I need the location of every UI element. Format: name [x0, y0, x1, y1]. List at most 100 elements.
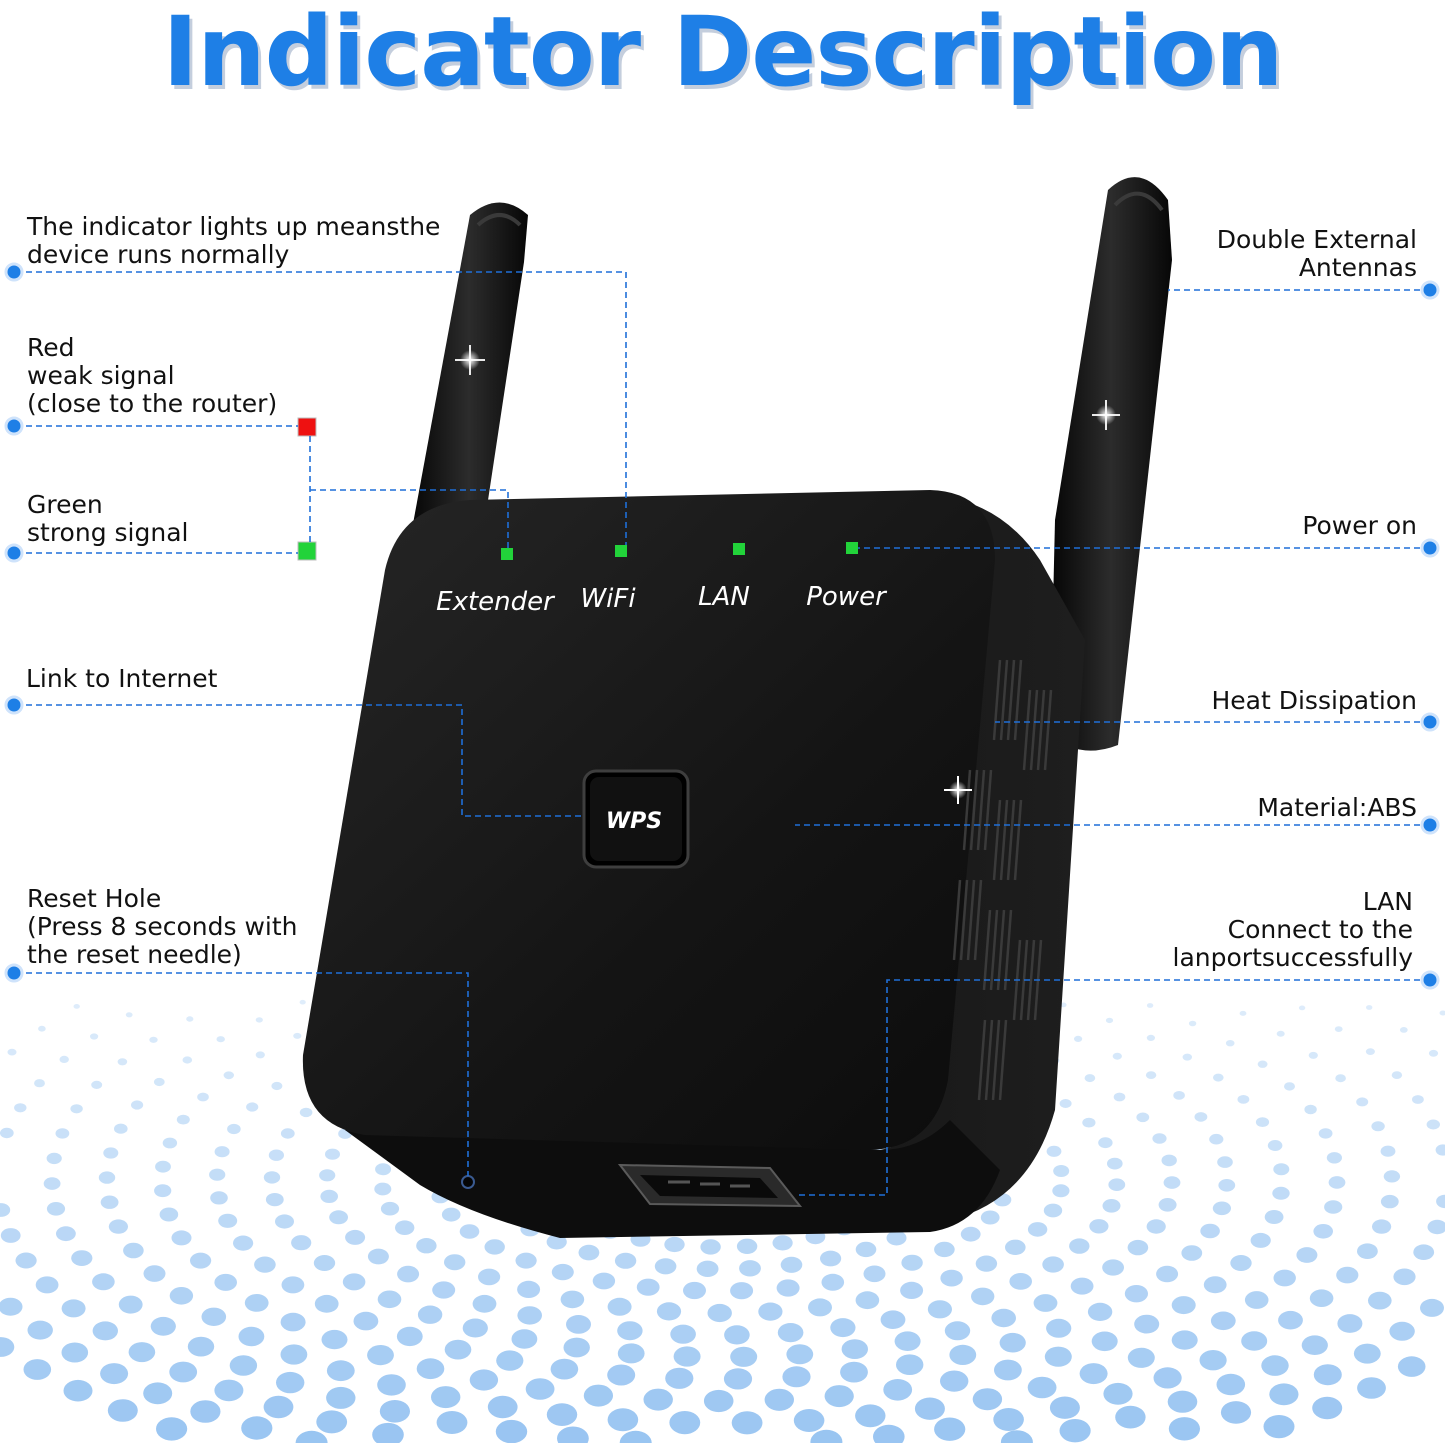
background-dot	[380, 1201, 400, 1216]
background-dot	[758, 1302, 783, 1321]
background-dot	[1060, 1002, 1067, 1008]
background-dot	[1264, 1210, 1284, 1224]
heat-vents	[952, 659, 1053, 1101]
background-dot	[125, 1012, 133, 1018]
left-antenna	[410, 202, 528, 540]
background-dot	[107, 1399, 138, 1422]
background-dot	[214, 1379, 244, 1402]
background-dot	[960, 1226, 981, 1242]
vent-slat	[996, 909, 1006, 991]
background-dot	[517, 1280, 541, 1298]
background-dot	[1199, 1350, 1227, 1371]
background-dot	[1324, 1200, 1343, 1214]
background-dot	[0, 1203, 11, 1217]
background-dot	[619, 1430, 652, 1443]
leader-line-lan	[795, 979, 1430, 1196]
background-dot	[1334, 1026, 1343, 1032]
background-dot	[254, 1256, 276, 1273]
background-dot	[991, 1308, 1016, 1328]
background-dot	[1105, 1017, 1114, 1024]
background-dot	[444, 1339, 472, 1360]
wps-button[interactable]: WPS	[582, 769, 690, 869]
background-dot	[0, 1127, 14, 1139]
background-dot	[551, 1263, 574, 1281]
background-dot	[61, 1299, 86, 1318]
background-dot	[1220, 1401, 1252, 1424]
background-dot	[880, 1310, 906, 1329]
background-dot	[478, 1268, 501, 1286]
background-dot	[1357, 1377, 1386, 1399]
background-dot	[353, 1311, 379, 1331]
callout-line: device runs normally	[27, 240, 290, 269]
vent-slat	[962, 769, 972, 851]
page-title: Indicator Description	[162, 0, 1284, 108]
background-dot	[73, 1004, 80, 1009]
background-dot	[59, 1055, 69, 1063]
lan-led	[733, 543, 745, 555]
background-dot	[883, 1379, 913, 1401]
background-dot	[730, 1282, 754, 1300]
background-dot	[703, 1389, 734, 1413]
background-dot	[218, 1213, 238, 1228]
background-dot	[149, 1036, 158, 1043]
leader-line-link	[16, 704, 584, 817]
background-dot	[229, 1355, 258, 1376]
dot-heat	[1420, 712, 1440, 732]
background-dot	[34, 1079, 45, 1088]
vent-slat	[969, 769, 979, 851]
background-dot	[949, 1344, 977, 1365]
background-dot	[0, 1297, 23, 1316]
background-dot	[275, 1214, 294, 1229]
background-dot	[656, 1302, 682, 1321]
callout-power-on: Power on	[1302, 512, 1417, 540]
background-dot	[1188, 1020, 1197, 1027]
background-dot	[1136, 1112, 1150, 1123]
background-dot	[1053, 1165, 1070, 1177]
background-dot	[329, 1210, 348, 1225]
background-dot	[1371, 1121, 1385, 1132]
background-dot	[808, 1298, 832, 1317]
background-dot	[764, 1388, 794, 1411]
background-dot	[975, 1255, 998, 1272]
background-dot	[731, 1411, 763, 1435]
background-dot	[1241, 1331, 1268, 1351]
background-dot	[1380, 1145, 1396, 1157]
indicator-label-lan: LAN	[698, 582, 750, 612]
background-dot	[1337, 1314, 1363, 1333]
background-dot	[1273, 1163, 1290, 1176]
background-dot	[739, 1260, 761, 1277]
background-dot	[375, 1163, 392, 1176]
background-dot	[810, 1429, 843, 1443]
background-dot	[271, 1081, 283, 1091]
background-dot	[1336, 1266, 1359, 1284]
callout-material: Material:ABS	[1257, 794, 1417, 822]
reset-hole[interactable]	[461, 1175, 475, 1189]
background-dot	[227, 1123, 241, 1135]
background-dot	[1244, 1291, 1269, 1309]
background-dot	[114, 1123, 128, 1134]
callout-indicator-normal: The indicator lights up meansthe device …	[27, 213, 440, 269]
background-dot	[1428, 1049, 1439, 1057]
background-dot	[944, 1321, 971, 1341]
callout-line: Power on	[1302, 511, 1417, 540]
background-dot	[1284, 1082, 1295, 1091]
background-dot	[176, 1114, 190, 1125]
background-dot	[1042, 1256, 1064, 1273]
background-dot	[1426, 1119, 1441, 1130]
background-dot	[1318, 1128, 1333, 1139]
background-dot	[614, 1252, 637, 1269]
background-dot	[525, 1378, 555, 1400]
background-dot	[1263, 1415, 1295, 1439]
background-dot	[244, 1294, 269, 1312]
background-dot	[1200, 1223, 1220, 1239]
red-led-marker	[297, 417, 317, 437]
background-dot	[374, 1182, 392, 1196]
background-dot	[1365, 1048, 1375, 1055]
background-dot	[1181, 1245, 1203, 1261]
background-dot	[263, 1171, 281, 1184]
background-dot	[276, 1371, 305, 1394]
background-dot	[1439, 1010, 1445, 1016]
background-dot	[459, 1224, 480, 1239]
background-dot	[436, 1411, 468, 1434]
background-dot	[46, 1202, 66, 1216]
